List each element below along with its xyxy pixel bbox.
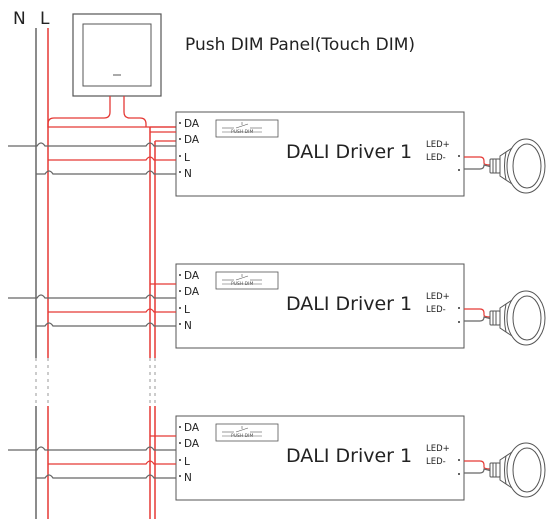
terminal-n: N <box>184 472 192 484</box>
terminal-n: N <box>184 168 192 180</box>
dali-driver-1: DA DA L N PUSH DIM DALI Driver 1 LED+ LE… <box>7 111 546 197</box>
terminal-da1: DA <box>184 270 200 282</box>
led-minus-label: LED- <box>426 457 446 467</box>
panel-title: Push DIM Panel(Touch DIM) <box>185 35 415 55</box>
bus-label-live: L <box>40 9 50 29</box>
terminal-da2: DA <box>184 134 200 146</box>
terminal-l: L <box>184 456 190 468</box>
driver-name: DALI Driver 1 <box>286 293 412 315</box>
led-plus-label: LED+ <box>426 444 450 454</box>
dali-driver-3: DA DA L N PUSH DIM DALI Driver 1 LED+ LE… <box>7 415 546 501</box>
switch-label: PUSH DIM <box>231 433 253 439</box>
led-plus-label: LED+ <box>426 292 450 302</box>
terminal-da2: DA <box>184 438 200 450</box>
driver-name: DALI Driver 1 <box>286 141 412 163</box>
terminal-da1: DA <box>184 422 200 434</box>
driver-name: DALI Driver 1 <box>286 445 412 467</box>
terminal-l: L <box>184 304 190 316</box>
dali-driver-2: DA DA L N PUSH DIM DALI Driver 1 LED+ LE… <box>7 263 546 349</box>
led-minus-label: LED- <box>426 305 446 315</box>
led-plus-label: LED+ <box>426 140 450 150</box>
bus-label-neutral: N <box>13 9 26 29</box>
terminal-l: L <box>184 152 190 164</box>
switch-label: PUSH DIM <box>231 281 253 287</box>
push-dim-panel-icon <box>72 13 162 97</box>
terminal-da2: DA <box>184 286 200 298</box>
switch-label: PUSH DIM <box>231 129 253 135</box>
led-minus-label: LED- <box>426 153 446 163</box>
terminal-da1: DA <box>184 118 200 130</box>
terminal-n: N <box>184 320 192 332</box>
